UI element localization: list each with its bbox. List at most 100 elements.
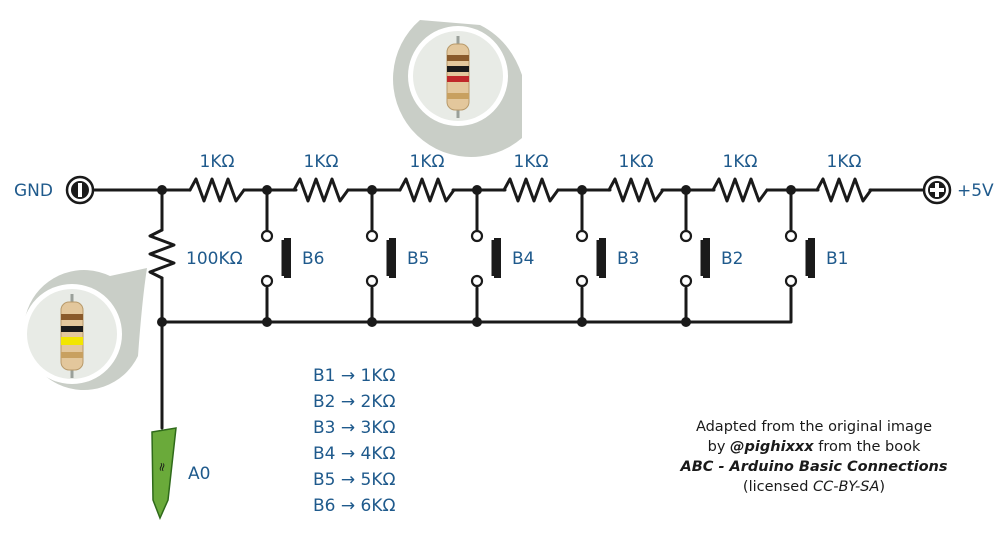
resistor-1k: 1KΩ	[607, 152, 665, 203]
switch-contact-icon	[575, 274, 589, 288]
junction-dot	[786, 185, 796, 195]
resistor-1k: 1KΩ	[502, 152, 560, 203]
switch-contact-icon	[784, 274, 798, 288]
button-label: B6	[302, 249, 324, 269]
credit-line-1: Adapted from the original image	[696, 419, 932, 435]
resistor-label: 1KΩ	[410, 152, 445, 172]
button-label: B1	[826, 249, 848, 269]
100k-resistor-callout	[22, 268, 148, 391]
switch-contact-icon	[679, 229, 693, 243]
resistor-1k: 1KΩ	[398, 152, 456, 203]
button-label: B4	[512, 249, 534, 269]
credit-license: CC-BY-SA	[813, 479, 879, 495]
pushbutton-b5: B5	[365, 188, 429, 324]
junction-dot	[681, 185, 691, 195]
resistor-100k-icon	[60, 294, 84, 378]
junction-dot	[262, 317, 272, 327]
switch-contact-icon	[575, 229, 589, 243]
resistor-label: 1KΩ	[723, 152, 758, 172]
pushbutton-b2: B2	[679, 188, 743, 324]
resistor-1k: 1KΩ	[711, 152, 769, 203]
junction-dot	[157, 317, 167, 327]
band-3	[61, 337, 83, 345]
resistor-1k-icon	[446, 36, 470, 118]
mapping-row: B6 → 6KΩ	[313, 496, 396, 516]
pushbutton-b6: B6	[260, 188, 324, 324]
mapping-row: B1 → 1KΩ	[313, 366, 396, 386]
switch-contact-icon	[470, 229, 484, 243]
analog-probe-icon: ≈	[151, 427, 177, 520]
junction-dot	[262, 185, 272, 195]
resistor-label: 1KΩ	[827, 152, 862, 172]
switch-actuator-icon	[808, 238, 815, 278]
pushbutton-b4: B4	[470, 188, 534, 324]
attribution: Adapted from the original image by @pigh…	[680, 419, 948, 495]
switch-actuator-icon	[599, 238, 606, 278]
credit-licensed: (licensed	[743, 479, 813, 495]
junctions	[157, 185, 796, 327]
mapping-row: B4 → 4KΩ	[313, 444, 396, 464]
resistor-label: 1KΩ	[619, 152, 654, 172]
resistor-1k: 1KΩ	[292, 152, 350, 203]
pushbutton-b3: B3	[575, 188, 639, 324]
resistor-label: 1KΩ	[514, 152, 549, 172]
junction-dot	[367, 185, 377, 195]
button-resistance-mapping: B1 → 1KΩ B2 → 2KΩ B3 → 3KΩ B4 → 4KΩ B5 →…	[313, 366, 396, 516]
band-2	[447, 66, 469, 72]
band-4	[447, 93, 469, 99]
credit-from-book: from the book	[814, 439, 921, 455]
pulldown-resistor	[148, 188, 176, 430]
button-label: B2	[721, 249, 743, 269]
resistor-label: 1KΩ	[200, 152, 235, 172]
switch-contact-icon	[470, 274, 484, 288]
switch-actuator-icon	[389, 238, 396, 278]
analog-label: A0	[188, 464, 210, 484]
gnd-label: GND	[14, 181, 53, 201]
junction-dot	[681, 317, 691, 327]
switch-actuator-icon	[284, 238, 291, 278]
mapping-row: B2 → 2KΩ	[313, 392, 396, 412]
series-resistor-chain: 1KΩ 1KΩ 1KΩ 1KΩ 1KΩ 1KΩ 1KΩ	[188, 152, 873, 203]
resistor-1k: 1KΩ	[188, 152, 246, 203]
pulldown-resistor-label: 100KΩ	[186, 249, 243, 269]
band-2	[61, 326, 83, 332]
credit-book-title: ABC - Arduino Basic Connections	[680, 459, 948, 475]
gnd-terminal-icon	[65, 175, 95, 205]
button-label: B3	[617, 249, 639, 269]
switch-contact-icon	[784, 229, 798, 243]
button-label: B5	[407, 249, 429, 269]
switch-contact-icon	[365, 229, 379, 243]
switch-contact-icon	[679, 274, 693, 288]
band-1	[61, 314, 83, 320]
band-4	[61, 352, 83, 358]
mapping-row: B3 → 3KΩ	[313, 418, 396, 438]
junction-dot	[577, 317, 587, 327]
credit-paren: )	[879, 479, 885, 495]
junction-dot	[472, 185, 482, 195]
resistor-1k: 1KΩ	[815, 152, 873, 203]
junction-dot	[577, 185, 587, 195]
vcc-label: +5V	[957, 181, 994, 201]
switch-contact-icon	[260, 274, 274, 288]
pushbutton-b1: B1	[784, 188, 848, 324]
credit-author-handle: @pighixxx	[730, 439, 814, 455]
1k-resistor-callout	[393, 20, 522, 157]
resistor-label: 1KΩ	[304, 152, 339, 172]
band-3	[447, 76, 469, 82]
switch-contact-icon	[365, 274, 379, 288]
switch-contact-icon	[260, 229, 274, 243]
vcc-terminal-icon	[922, 175, 952, 205]
credit-line-2: by @pighixxx from the book	[708, 439, 921, 455]
credit-line-4: (licensed CC-BY-SA)	[743, 479, 885, 495]
switch-actuator-icon	[494, 238, 501, 278]
analog-symbol-icon: ≈	[154, 461, 170, 473]
junction-dot	[472, 317, 482, 327]
junction-dot	[157, 185, 167, 195]
button-array: B6 B5 B4 B3 B2 B1	[260, 188, 848, 324]
credit-by: by	[708, 439, 730, 455]
mapping-row: B5 → 5KΩ	[313, 470, 396, 490]
switch-actuator-icon	[703, 238, 710, 278]
junction-dot	[367, 317, 377, 327]
band-1	[447, 55, 469, 61]
